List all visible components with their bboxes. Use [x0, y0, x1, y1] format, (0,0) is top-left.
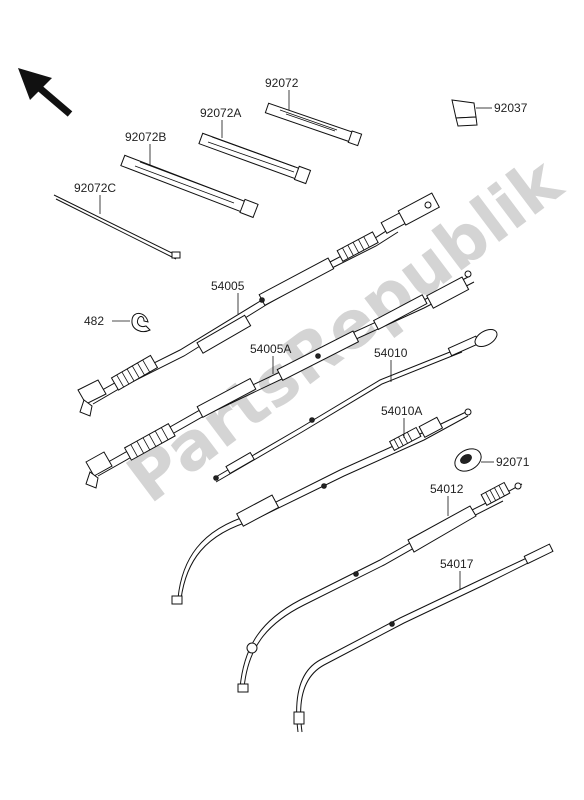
- label-92072c: 92072C: [74, 181, 116, 195]
- label-92071: 92071: [496, 455, 530, 469]
- cable-tie-92072c[interactable]: [53, 194, 181, 260]
- label-92037: 92037: [494, 101, 528, 115]
- label-92072: 92072: [265, 76, 299, 90]
- cable-tie-92072[interactable]: [264, 102, 363, 147]
- cable-tie-92072a[interactable]: [198, 132, 312, 185]
- label-54017: 54017: [440, 557, 474, 571]
- cable-54017[interactable]: [293, 543, 554, 733]
- label-54010a: 54010A: [381, 404, 422, 418]
- leader-lines: [99, 90, 494, 590]
- cable-54010[interactable]: [213, 326, 500, 483]
- label-92072a: 92072A: [200, 106, 241, 120]
- cable-54005[interactable]: [77, 192, 440, 417]
- label-54010: 54010: [374, 346, 408, 360]
- clamp-92037[interactable]: [451, 99, 478, 127]
- cable-54012[interactable]: [237, 481, 523, 693]
- label-54005a: 54005A: [250, 342, 291, 356]
- label-92072b: 92072B: [125, 130, 166, 144]
- cable-54010a[interactable]: [171, 408, 472, 605]
- cable-tie-92072b[interactable]: [120, 154, 259, 219]
- arrow-up-left-icon: [18, 68, 73, 117]
- label-54012: 54012: [430, 482, 464, 496]
- label-54005: 54005: [211, 279, 245, 293]
- label-482: 482: [84, 314, 104, 328]
- grommet-92071[interactable]: [451, 444, 485, 475]
- cable-54005a[interactable]: [85, 270, 475, 489]
- clip-482[interactable]: [131, 313, 151, 333]
